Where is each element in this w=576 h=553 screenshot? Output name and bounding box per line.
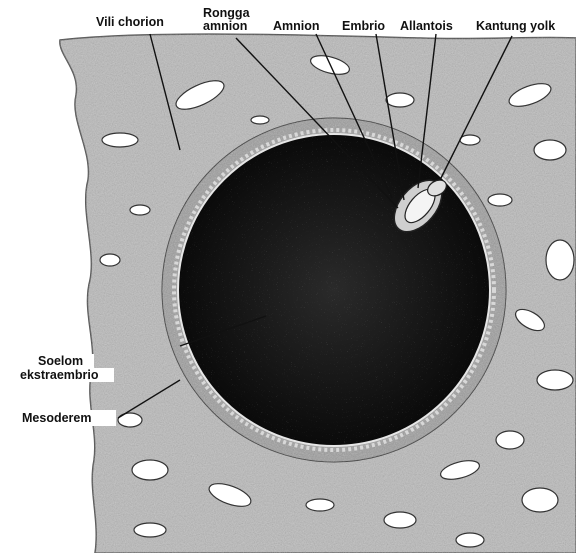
label-rongga-amnion-1: Rongga [203,6,251,20]
label-allantois: Allantois [400,19,453,33]
label-amnion: Amnion [273,19,320,33]
label-soelom-1: Soelom [38,354,83,368]
label-rongga-amnion-2: amnion [203,19,247,33]
label-embrio: Embrio [342,19,385,33]
label-vili-chorion: Vili chorion [96,15,164,29]
label-kantung-yolk: Kantung yolk [476,19,555,33]
label-soelom-2: ekstraembrio [20,368,99,382]
label-mesoderem: Mesoderem [22,411,91,425]
